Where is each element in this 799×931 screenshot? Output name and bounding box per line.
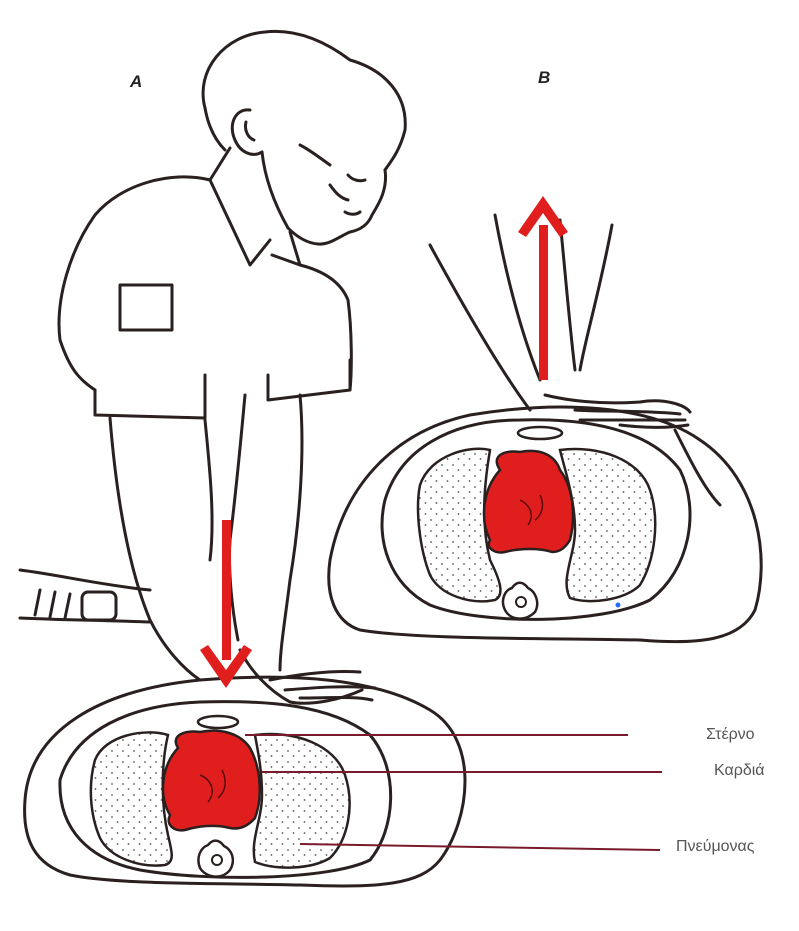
release-arrow-up	[518, 196, 568, 380]
heart-a	[163, 731, 260, 831]
label-heart: Καρδιά	[714, 762, 765, 780]
label-sternum: Στέρνο	[706, 726, 755, 744]
rescuer-figure	[20, 31, 405, 703]
panel-label-a: A	[130, 72, 142, 92]
spine-a	[198, 841, 232, 877]
lung-right-a	[254, 734, 350, 868]
label-lungs: Πνεύμονας	[676, 838, 755, 856]
sternum-b	[518, 427, 562, 439]
lung-left-a	[91, 732, 172, 865]
leader-lungs	[300, 844, 660, 850]
compression-arrow-down	[200, 520, 252, 688]
sternum-a	[198, 716, 238, 728]
lung-right-b	[560, 449, 655, 601]
heart-b	[484, 451, 573, 552]
marker-dot	[616, 603, 621, 608]
panel-label-b: B	[538, 68, 550, 88]
spine-b	[503, 583, 537, 619]
chest-section-a	[25, 677, 465, 886]
chest-section-b	[329, 407, 761, 642]
